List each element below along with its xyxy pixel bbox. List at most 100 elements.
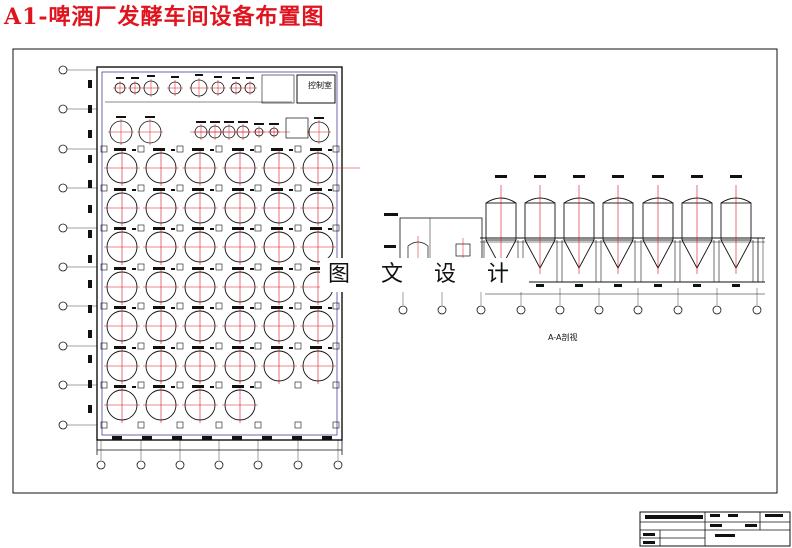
dimension-mark: [536, 284, 544, 287]
structural-column: [332, 381, 340, 389]
tank-manway: [271, 267, 283, 270]
tank-manway: [271, 188, 283, 191]
vessel-nozzle: [195, 74, 203, 76]
structural-column: [294, 263, 302, 271]
tank-valve: [289, 307, 293, 309]
tank-manway: [310, 227, 322, 230]
section-axis-marker: [752, 305, 762, 315]
tank-manway: [271, 306, 283, 309]
tank-manway: [310, 346, 322, 349]
watermark: 图 文 设 计: [320, 258, 529, 292]
tank-manway: [192, 306, 204, 309]
column-axis-marker: [136, 460, 146, 470]
structural-column: [254, 381, 262, 389]
sheet-border: [12, 48, 778, 494]
tank-label-mark: [730, 175, 742, 178]
structural-column: [100, 342, 108, 350]
tank-valve: [210, 189, 214, 191]
section-title: A-A剖视: [548, 333, 578, 342]
tank-valve: [289, 149, 293, 151]
structural-column: [332, 302, 340, 310]
structural-column: [100, 421, 108, 429]
vessel-nozzle: [224, 121, 234, 123]
wall-pilaster: [202, 436, 212, 440]
tank-manway: [192, 148, 204, 151]
structural-column: [100, 184, 108, 192]
column-axis-marker: [293, 460, 303, 470]
vessel-nozzle: [196, 121, 206, 123]
dimension-mark: [693, 284, 701, 287]
wall-pilaster: [88, 405, 92, 413]
structural-column: [254, 263, 262, 271]
tank-manway: [232, 346, 244, 349]
section-axis-marker: [476, 305, 486, 315]
tank-manway: [232, 385, 244, 388]
tank-manway: [153, 346, 165, 349]
structural-column: [100, 145, 108, 153]
structural-column: [254, 342, 262, 350]
structural-column: [176, 381, 184, 389]
structural-column: [215, 224, 223, 232]
tank-label-mark: [612, 175, 624, 178]
row-axis-marker: [58, 341, 68, 351]
tank-manway: [114, 385, 126, 388]
vessel-nozzle: [171, 76, 179, 78]
structural-column: [254, 145, 262, 153]
structural-column: [215, 184, 223, 192]
equipment-skid: [285, 117, 309, 139]
tank-manway: [310, 148, 322, 151]
tank-manway: [310, 267, 322, 270]
tank-valve: [210, 228, 214, 230]
tank-valve: [250, 307, 254, 309]
tank-valve: [132, 386, 136, 388]
structural-column: [215, 302, 223, 310]
tank-valve: [328, 189, 332, 191]
row-axis-marker: [58, 420, 68, 430]
structural-column: [137, 224, 145, 232]
vessel-nozzle: [210, 121, 220, 123]
tank-manway: [310, 306, 322, 309]
wall-pilaster: [88, 280, 92, 288]
drawing-title: A1-啤酒厂发酵车间设备布置图: [4, 4, 325, 30]
tank-valve: [132, 189, 136, 191]
tank-valve: [250, 386, 254, 388]
structural-column: [137, 263, 145, 271]
tank-valve: [171, 386, 175, 388]
wall-pilaster: [262, 436, 272, 440]
structural-column: [100, 381, 108, 389]
structural-column: [100, 224, 108, 232]
tank-valve: [210, 268, 214, 270]
tank-valve: [210, 149, 214, 151]
tank-label-mark: [691, 175, 703, 178]
tank-manway: [114, 227, 126, 230]
tank-manway: [153, 188, 165, 191]
structural-column: [254, 302, 262, 310]
tank-valve: [132, 347, 136, 349]
tank-manway: [232, 267, 244, 270]
structural-column: [100, 302, 108, 310]
inner-wall: [101, 71, 338, 436]
tank-manway: [153, 385, 165, 388]
structural-column: [294, 184, 302, 192]
utility-room: [261, 74, 295, 104]
tank-valve: [171, 189, 175, 191]
tank-manway: [192, 346, 204, 349]
tank-valve: [289, 228, 293, 230]
wall-pilaster: [322, 436, 332, 440]
tank-valve: [328, 307, 332, 309]
vessel-nozzle: [214, 76, 222, 78]
tank-label-mark: [573, 175, 585, 178]
section-axis-marker: [437, 305, 447, 315]
structural-column: [332, 145, 340, 153]
section-view: [384, 175, 765, 315]
tank-valve: [250, 189, 254, 191]
structural-column: [332, 342, 340, 350]
column-axis-marker: [333, 460, 343, 470]
tank-valve: [132, 268, 136, 270]
tank-valve: [328, 347, 332, 349]
tank-manway: [153, 227, 165, 230]
structural-column: [254, 184, 262, 192]
tank-manway: [114, 306, 126, 309]
tank-manway: [192, 227, 204, 230]
tank-valve: [210, 386, 214, 388]
